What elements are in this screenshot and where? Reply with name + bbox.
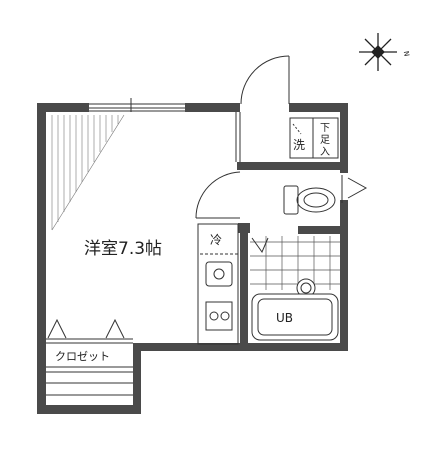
fridge-label: 冷 [210,233,222,247]
interior-door [195,171,241,219]
sunlight-hatching [51,114,125,231]
exterior-walls [37,103,348,414]
window [89,98,185,112]
shoe-box-label: 下 足 入 [320,123,333,158]
entry-storage [289,117,339,159]
entrance-door [235,55,290,162]
bathroom [250,236,340,341]
washer-label: 洗 [293,138,305,152]
room-label: 洋室7.3帖 [84,239,162,259]
kitchen-counter [197,223,239,345]
compass-icon [359,33,397,71]
closet [46,318,133,396]
bath-label: UB [276,311,293,325]
compass-north-label: N [402,51,411,58]
toilet [283,175,368,215]
closet-label: クロゼット [55,350,110,363]
